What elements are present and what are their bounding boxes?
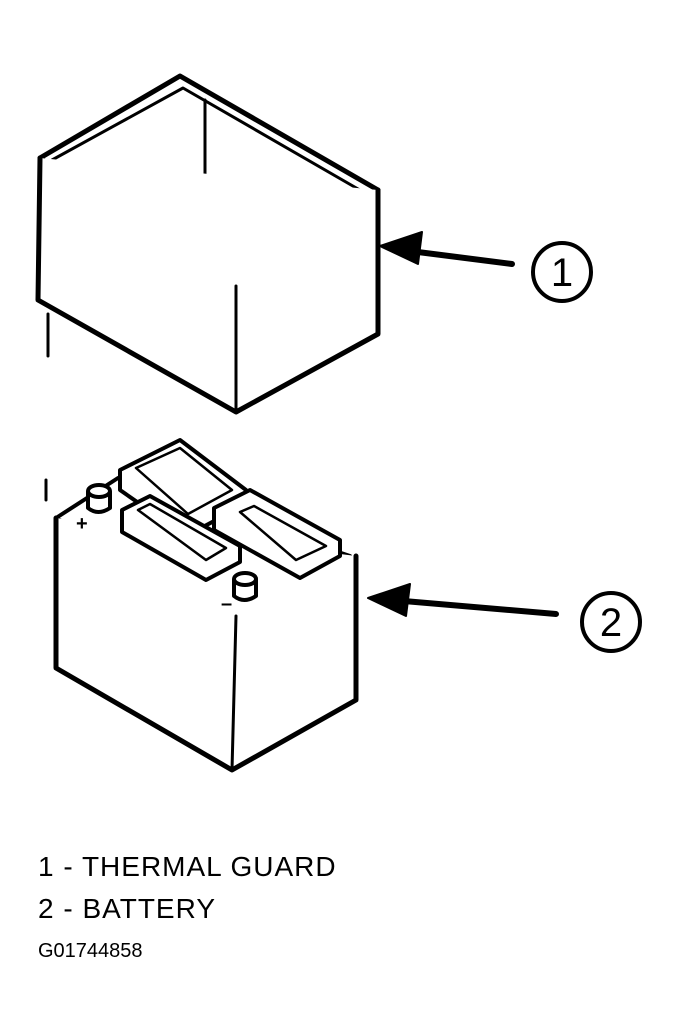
legend: 1 - THERMAL GUARD 2 - BATTERY [38, 846, 337, 930]
figure-id: G01744858 [38, 940, 143, 962]
positive-terminal-post [86, 483, 112, 514]
positive-terminal-mark: + [76, 513, 88, 535]
thermal-guard [35, 73, 381, 415]
callout-arrow-1 [379, 231, 515, 267]
callout-badge-2 [580, 591, 642, 653]
negative-terminal-post [232, 571, 258, 602]
battery [44, 438, 359, 773]
callout-number-2: 2 [600, 601, 622, 645]
callout-arrow-2 [367, 583, 559, 617]
callout-badge-1 [531, 241, 593, 303]
legend-item-thermal-guard: 1 - THERMAL GUARD [38, 851, 337, 882]
negative-terminal-mark: – [221, 593, 232, 615]
callout-number-1: 1 [551, 251, 573, 295]
legend-item-battery: 2 - BATTERY [38, 893, 217, 924]
